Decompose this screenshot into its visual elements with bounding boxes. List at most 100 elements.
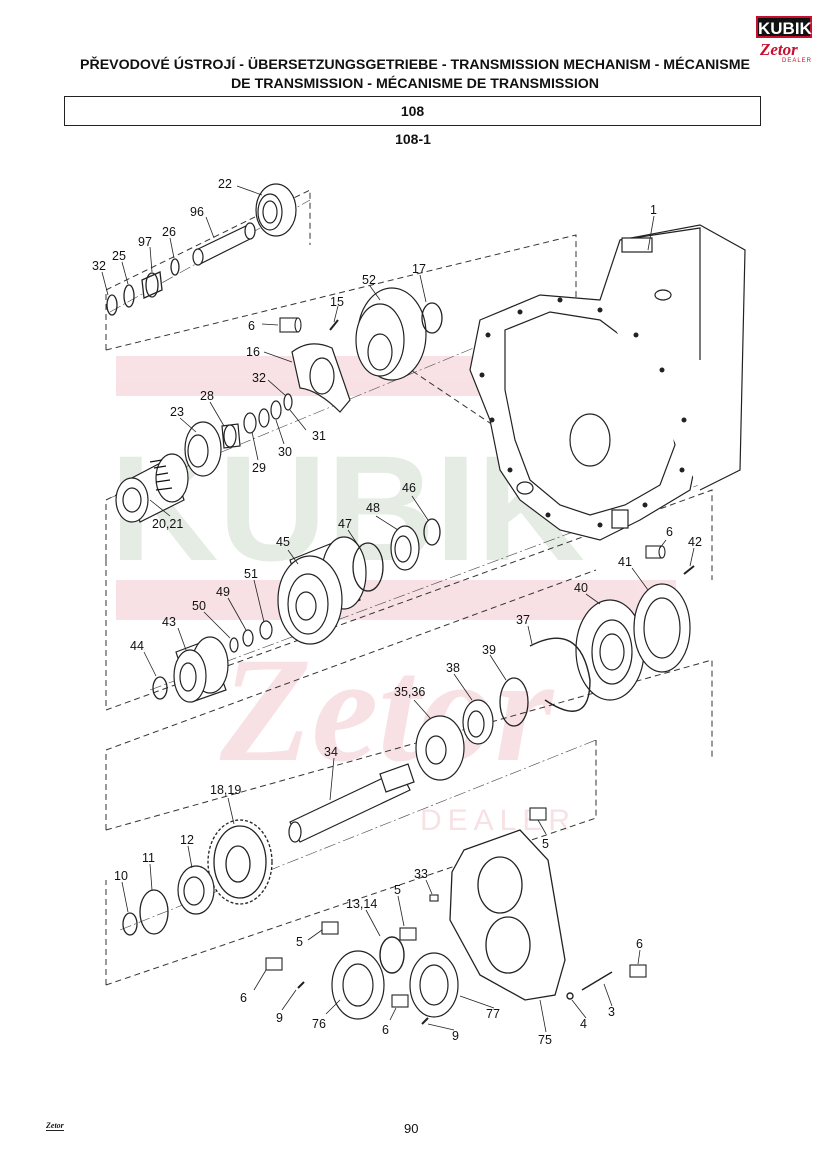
callout-6-left: 6 — [240, 991, 247, 1005]
part-12-bearing — [177, 865, 215, 915]
callout-35-36: 35,36 — [394, 685, 425, 699]
callout-75: 75 — [538, 1033, 552, 1047]
part-34-shaft — [288, 763, 415, 843]
callout-76: 76 — [312, 1017, 326, 1031]
callout-26: 26 — [162, 225, 176, 239]
part-rings-top — [106, 258, 180, 316]
part-40-cover — [575, 599, 645, 701]
callout-42: 42 — [688, 535, 702, 549]
part-23-bearing — [184, 421, 222, 477]
part-50-ring — [229, 637, 239, 653]
callout-10: 10 — [114, 869, 128, 883]
figure-code: 108-1 — [395, 131, 431, 147]
logo-zetor-text: Zetor — [760, 40, 798, 59]
logo-dealer-text: DEALER — [782, 58, 813, 64]
transmission-housing — [469, 224, 746, 541]
callout-20-21: 20,21 — [152, 517, 183, 531]
callout-38: 38 — [446, 661, 460, 675]
part-30-ring — [258, 393, 293, 428]
watermark-band — [116, 580, 676, 620]
callout-40: 40 — [574, 581, 588, 595]
part-48-bearing — [390, 525, 420, 571]
callout-37: 37 — [516, 613, 530, 627]
callout-41: 41 — [618, 555, 632, 569]
part-3-4-bolt — [566, 971, 613, 1000]
part-9-screws — [297, 981, 429, 1025]
callout-9-right: 9 — [452, 1029, 459, 1043]
part-13-14-seal — [379, 936, 405, 974]
callout-32-mid: 32 — [252, 371, 266, 385]
part-51-needle — [259, 620, 273, 640]
callout-3: 3 — [608, 1005, 615, 1019]
watermark-dealer-text: DEALER — [420, 804, 576, 837]
callout-49: 49 — [216, 585, 230, 599]
part-18-19-gear — [207, 819, 273, 905]
callout-15: 15 — [330, 295, 344, 309]
callout-28: 28 — [200, 389, 214, 403]
group-code-box: 108 — [64, 96, 761, 126]
callout-34: 34 — [324, 745, 338, 759]
page-title: PŘEVODOVÉ ÚSTROJÍ - ÜBERSETZUNGSGETRIEBE… — [79, 57, 750, 92]
callout-4: 4 — [580, 1017, 587, 1031]
callout-6-top: 6 — [248, 319, 255, 333]
callout-18-19: 18,19 — [210, 783, 241, 797]
callout-33: 33 — [414, 867, 428, 881]
part-6-plug-right — [645, 545, 666, 559]
part-16-plate — [291, 343, 351, 413]
part-20-21-gear — [115, 453, 189, 523]
part-10-ring — [122, 912, 138, 936]
part-43-gear — [173, 636, 229, 703]
callout-43: 43 — [162, 615, 176, 629]
callout-48: 48 — [366, 501, 380, 515]
logo-kubik-text: KUBIK — [756, 16, 812, 38]
part-42-screw — [683, 565, 695, 575]
footer-zetor-logo: Zetor — [46, 1121, 64, 1131]
callout-29: 29 — [252, 461, 266, 475]
part-49-ring — [242, 629, 254, 647]
callout-30: 30 — [278, 445, 292, 459]
callout-77: 77 — [486, 1007, 500, 1021]
part-29-needle — [243, 412, 257, 434]
part-15-screw — [329, 319, 339, 331]
callout-44: 44 — [130, 639, 144, 653]
part-75-rear-cover — [449, 829, 566, 1001]
callout-13-14: 13,14 — [346, 897, 377, 911]
callout-25: 25 — [112, 249, 126, 263]
page-number: 90 — [404, 1121, 419, 1136]
callout-50: 50 — [192, 599, 206, 613]
part-41-gasket — [633, 583, 691, 673]
part-39-ring — [499, 677, 529, 727]
callout-39: 39 — [482, 643, 496, 657]
housing-bolt-holes — [479, 297, 687, 528]
callout-6-far-right: 6 — [636, 937, 643, 951]
part-35-36-gear — [415, 715, 465, 781]
callout-1: 1 — [650, 203, 657, 217]
callout-22: 22 — [218, 177, 232, 191]
callout-97: 97 — [138, 235, 152, 249]
callout-11: 11 — [142, 851, 155, 865]
callout-17: 17 — [412, 262, 426, 276]
part-28-bushing — [221, 423, 241, 449]
callout-23: 23 — [170, 405, 184, 419]
callout-6-bottom: 6 — [382, 1023, 389, 1037]
callout-6-right: 6 — [666, 525, 673, 539]
callout-47: 47 — [338, 517, 352, 531]
part-22-bearing — [255, 183, 297, 237]
part-47-ring — [352, 542, 384, 592]
part-52-hub — [355, 287, 427, 381]
callout-labels: 22 96 97 26 25 32 6 15 52 17 1 16 32 31 … — [92, 177, 702, 1047]
assembly-frames — [105, 189, 713, 986]
part-77-cover — [409, 952, 459, 1018]
part-37-snap-ring — [529, 637, 591, 712]
part-96-shaft — [192, 222, 256, 266]
part-17-ring — [421, 302, 443, 334]
part-5-6-plugs — [265, 807, 647, 1008]
callout-45: 45 — [276, 535, 290, 549]
leader-lines — [101, 185, 695, 1033]
part-38-bearing — [462, 699, 494, 745]
kubik-zetor-logo: KUBIK Zetor DEALER — [754, 14, 816, 66]
callout-5-mid: 5 — [394, 883, 401, 897]
part-46-ring — [423, 518, 441, 546]
callout-46: 46 — [402, 481, 416, 495]
callout-51: 51 — [244, 567, 258, 581]
